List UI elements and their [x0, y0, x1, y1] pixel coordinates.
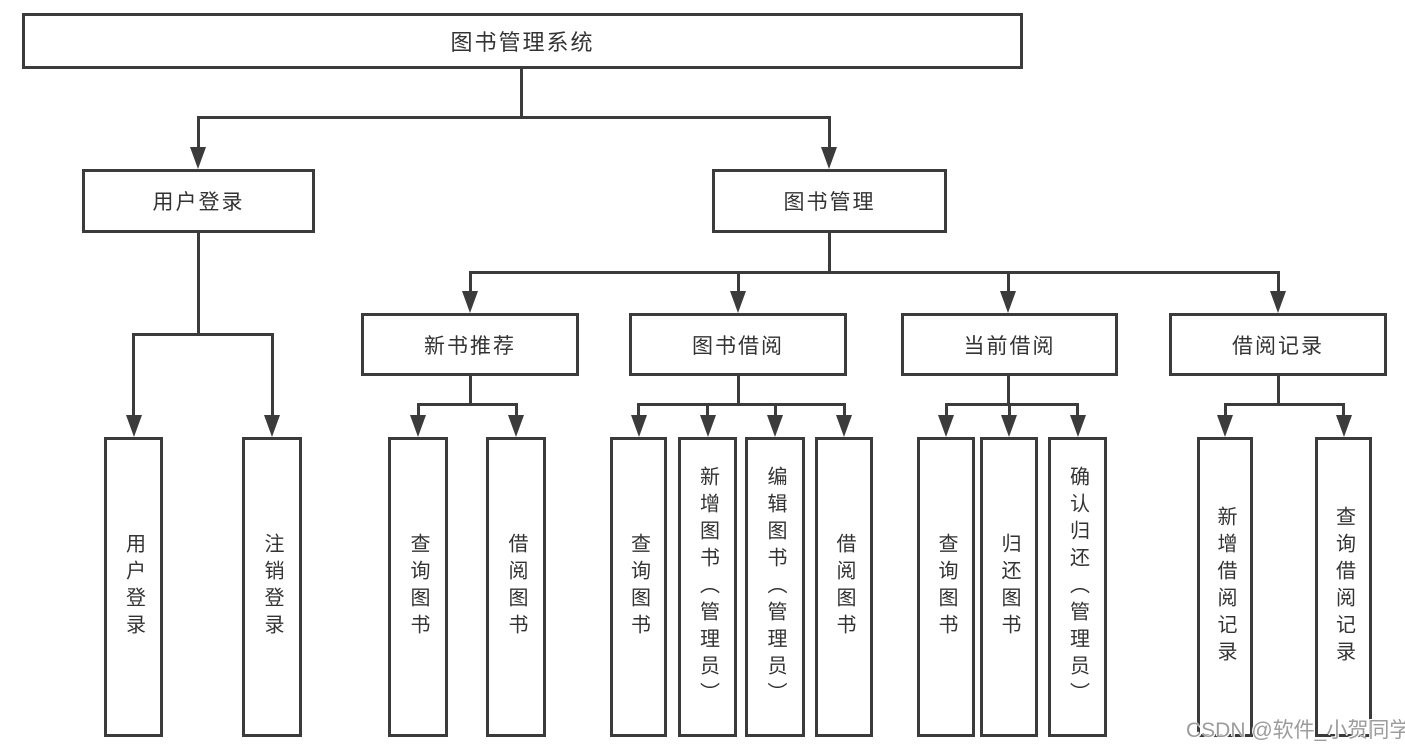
- connector-hline: [469, 271, 1279, 274]
- node-label: 图书借阅: [692, 334, 784, 358]
- connector-vline: [843, 403, 846, 415]
- node-leaf-query-books-current: 查询图书: [917, 437, 975, 737]
- arrowhead-down-icon: [1270, 291, 1286, 313]
- arrowhead-down-icon: [264, 415, 280, 437]
- connector-vline: [1007, 376, 1010, 406]
- node-label: 借阅记录: [1232, 334, 1324, 358]
- connector-vline: [637, 403, 640, 415]
- node-label: 图书管理系统: [450, 30, 595, 55]
- node-leaf-add-borrow-record: 新增借阅记录: [1197, 437, 1253, 737]
- node-label: 查询图书: [627, 533, 650, 641]
- connector-vline: [828, 233, 831, 274]
- arrowhead-down-icon: [836, 415, 852, 437]
- connector-hline: [1224, 403, 1345, 406]
- connector-vline: [197, 116, 200, 147]
- connector-vline: [469, 376, 472, 406]
- node-leaf-logout: 注销登录: [242, 437, 302, 737]
- node-current-borrow: 当前借阅: [901, 313, 1118, 376]
- connector-vline: [469, 271, 472, 291]
- node-leaf-query-books-borrow: 查询图书: [610, 437, 667, 737]
- node-label: 注销登录: [261, 533, 283, 641]
- arrowhead-down-icon: [1336, 415, 1352, 437]
- arrowhead-down-icon: [508, 415, 524, 437]
- node-label: 当前借阅: [963, 334, 1056, 358]
- arrowhead-down-icon: [767, 415, 783, 437]
- node-label: 查询图书: [407, 533, 429, 641]
- node-leaf-query-borrow-record: 查询借阅记录: [1315, 437, 1372, 737]
- connector-hline: [197, 116, 830, 119]
- connector-vline: [520, 68, 523, 118]
- node-label: 用户登录: [122, 533, 145, 641]
- arrowhead-down-icon: [1000, 291, 1016, 313]
- node-book-borrow: 图书借阅: [629, 313, 847, 376]
- arrowhead-down-icon: [1217, 415, 1233, 437]
- arrowhead-down-icon: [410, 415, 426, 437]
- connector-vline: [1277, 271, 1280, 291]
- node-leaf-borrow-books: 借阅图书: [815, 437, 873, 737]
- node-label: 编辑图书（管理员）: [764, 465, 786, 709]
- connector-vline: [1008, 403, 1011, 415]
- node-user-login: 用户登录: [82, 169, 315, 233]
- watermark-text: CSDN @软件_小贺同学: [1186, 719, 1405, 742]
- arrowhead-down-icon: [462, 291, 478, 313]
- connector-vline: [417, 403, 420, 415]
- arrowhead-down-icon: [1001, 415, 1017, 437]
- arrowhead-down-icon: [821, 147, 837, 169]
- connector-vline: [1277, 376, 1280, 406]
- node-leaf-user-login: 用户登录: [104, 437, 163, 737]
- connector-vline: [945, 403, 948, 415]
- connector-vline: [1007, 271, 1010, 291]
- connector-hline: [945, 403, 1078, 406]
- connector-vline: [271, 333, 274, 415]
- connector-vline: [132, 333, 135, 415]
- node-book-management: 图书管理: [712, 169, 947, 233]
- connector-vline: [1342, 403, 1345, 415]
- node-leaf-query-books-recommend: 查询图书: [388, 437, 448, 737]
- arrowhead-down-icon: [938, 415, 954, 437]
- connector-vline: [1076, 403, 1079, 415]
- arrowhead-down-icon: [190, 147, 206, 169]
- node-label: 借阅图书: [505, 533, 527, 641]
- connector-vline: [515, 403, 518, 415]
- node-borrow-records: 借阅记录: [1169, 313, 1387, 376]
- node-label: 确认归还（管理员）: [1066, 465, 1089, 709]
- connector-vline: [197, 233, 200, 336]
- node-leaf-confirm-return-admin: 确认归还（管理员）: [1048, 437, 1107, 737]
- connector-vline: [774, 403, 777, 415]
- connector-vline: [828, 116, 831, 147]
- connector-hline: [637, 403, 846, 406]
- arrowhead-down-icon: [730, 291, 746, 313]
- node-leaf-return-book: 归还图书: [980, 437, 1038, 737]
- arrowhead-down-icon: [631, 415, 647, 437]
- arrowhead-down-icon: [700, 415, 716, 437]
- node-label: 图书管理: [783, 191, 876, 214]
- node-label: 用户登录: [152, 191, 245, 214]
- node-label: 新增借阅记录: [1214, 506, 1236, 668]
- node-label: 借阅图书: [833, 533, 855, 641]
- connector-hline: [132, 333, 273, 336]
- arrowhead-down-icon: [126, 415, 142, 437]
- node-new-book-recommend: 新书推荐: [361, 313, 579, 376]
- node-label: 查询借阅记录: [1332, 506, 1355, 668]
- connector-vline: [706, 403, 709, 415]
- node-label: 查询图书: [935, 533, 957, 641]
- node-label: 归还图书: [998, 533, 1020, 641]
- node-library-system: 图书管理系统: [22, 13, 1023, 69]
- node-leaf-edit-book-admin: 编辑图书（管理员）: [745, 437, 805, 737]
- node-leaf-borrow-books-recommend: 借阅图书: [486, 437, 546, 737]
- connector-vline: [737, 376, 740, 406]
- connector-vline: [1224, 403, 1227, 415]
- connector-hline: [417, 403, 518, 406]
- connector-vline: [737, 271, 740, 291]
- node-label: 新书推荐: [424, 334, 516, 358]
- node-leaf-add-book-admin: 新增图书（管理员）: [678, 437, 737, 737]
- node-label: 新增图书（管理员）: [696, 465, 719, 709]
- arrowhead-down-icon: [1070, 415, 1086, 437]
